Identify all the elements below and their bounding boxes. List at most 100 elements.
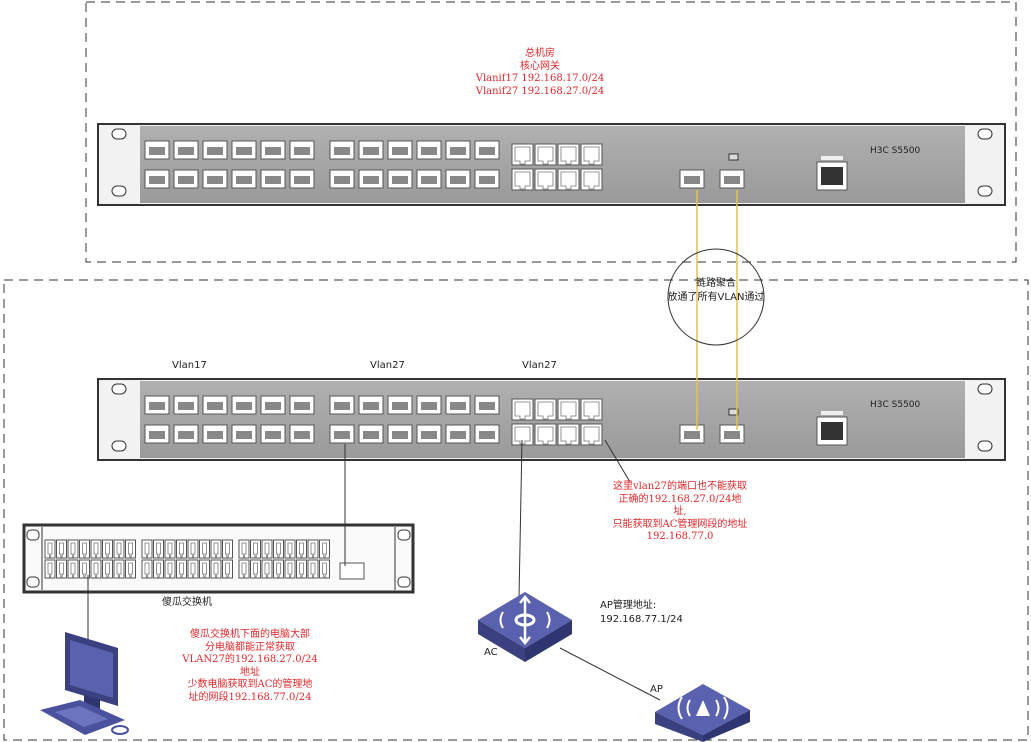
port-note-line: 这里vlan27的端口也不能获取 <box>613 481 747 492</box>
core-note-line: Vlanif27 192.168.27.0/24 <box>475 85 605 97</box>
rj45-port <box>153 539 164 559</box>
pc-note-line: VLAN27的192.168.27.0/24 <box>182 654 318 665</box>
link-ac-to-ap <box>559 647 661 701</box>
pc-note-line: 分电脑都能正常获取 <box>205 641 295 653</box>
rj45-port <box>141 539 153 559</box>
rj45-port <box>187 539 199 559</box>
mount-hole <box>397 529 411 541</box>
mount-hole <box>977 383 993 395</box>
rj45-port <box>307 539 319 559</box>
vlan-label-27-rj45: Vlan27 <box>522 360 557 371</box>
rj45-port <box>222 559 233 579</box>
ap-label: AP <box>650 684 663 695</box>
mount-hole <box>111 440 127 452</box>
rj45-port <box>557 143 580 166</box>
link-agg-circle <box>667 248 765 346</box>
rj45-port <box>125 539 136 559</box>
rj45-port <box>250 539 261 559</box>
mount-hole <box>111 185 127 197</box>
rj45-port <box>44 539 56 559</box>
rj45-port <box>90 539 102 559</box>
rj45-port <box>210 539 222 559</box>
core-switch <box>97 123 1006 206</box>
pc-note-line: 地址 <box>240 666 260 678</box>
vlan-label-27-sfp: Vlan27 <box>370 360 405 371</box>
rj45-port <box>580 168 603 191</box>
rj45-port <box>319 539 330 559</box>
mount-hole <box>26 576 40 588</box>
rj45-port <box>557 423 580 446</box>
core-note-line: Vlanif17 192.168.17.0/24 <box>475 73 605 84</box>
dumb-switch <box>22 523 415 594</box>
core-room-boundary <box>85 1 1017 263</box>
rj45-port <box>511 168 534 191</box>
rj45-port <box>90 559 102 579</box>
port-note-line: 址, <box>673 506 687 517</box>
pc-icon <box>40 632 129 735</box>
rj45-port <box>113 559 125 579</box>
rj45-port <box>238 559 250 579</box>
rj45-port <box>534 143 557 166</box>
rj45-port <box>79 539 90 559</box>
core-note-line: 核心网关 <box>520 60 560 72</box>
rj45-port <box>187 559 199 579</box>
port-note: 这里vlan27的端口也不能获取 正确的192.168.27.0/24地 址, … <box>590 481 770 544</box>
pc-note-line: 少数电脑获取到AC的管理地 <box>187 679 313 690</box>
pc-note-line: 址的网段192.168.77.0/24 <box>188 691 312 703</box>
ac-label: AC <box>484 647 498 658</box>
rj45-port <box>141 559 153 579</box>
port-note-line: 正确的192.168.27.0/24地 <box>618 493 742 505</box>
access-switch <box>97 378 1006 461</box>
mount-hole <box>977 185 993 197</box>
rj45-port <box>102 559 113 579</box>
mount-hole <box>397 576 411 588</box>
rj45-port <box>511 423 534 446</box>
rj45-port <box>534 168 557 191</box>
rj45-port <box>199 539 210 559</box>
link-agg-line: 放通了所有VLAN通过 <box>667 292 765 303</box>
rj45-port <box>557 398 580 421</box>
rj45-port <box>261 559 273 579</box>
rj45-port <box>261 539 273 559</box>
rj45-port <box>164 559 176 579</box>
ap-mgmt-line: 192.168.77.1/24 <box>600 614 683 625</box>
link-agg-label: 链路聚合 放通了所有VLAN通过 <box>656 277 776 305</box>
rj45-port <box>210 559 222 579</box>
rj45-port <box>153 559 164 579</box>
rj45-port <box>176 539 187 559</box>
dumb-switch-label: 傻瓜交换机 <box>162 597 212 608</box>
rj45-port <box>113 539 125 559</box>
rj45-port <box>580 143 603 166</box>
rj45-port <box>534 423 557 446</box>
rj45-port <box>102 539 113 559</box>
mount-hole <box>111 383 127 395</box>
mount-hole <box>977 440 993 452</box>
pc-note-line: 傻瓜交换机下面的电脑大部 <box>190 629 310 640</box>
rj45-port <box>511 143 534 166</box>
rj45-port <box>296 559 307 579</box>
rj45-port <box>67 559 79 579</box>
port-note-line: 只能获取到AC管理网段的地址 <box>612 518 748 530</box>
core-note: 总机房 核心网关 Vlanif17 192.168.17.0/24 Vlanif… <box>430 48 650 98</box>
rj45-port <box>580 398 603 421</box>
access-area-boundary <box>3 279 1029 741</box>
rj45-port <box>284 559 296 579</box>
rj45-port <box>580 423 603 446</box>
note-pointer <box>604 439 631 483</box>
port-note-line: 192.168.77.0 <box>646 531 714 542</box>
rj45-port <box>125 559 136 579</box>
core-switch-model: H3C S5500 <box>870 146 921 156</box>
rj45-port <box>79 559 90 579</box>
rj45-port <box>250 559 261 579</box>
rj45-port <box>56 559 67 579</box>
rj45-port <box>199 559 210 579</box>
access-switch-model: H3C S5500 <box>870 400 921 410</box>
link-agg-line: 链路聚合 <box>696 278 736 289</box>
rj45-port <box>534 398 557 421</box>
ap-mgmt-line: AP管理地址: <box>600 600 657 611</box>
mount-hole <box>111 128 127 140</box>
ap-mgmt-address: AP管理地址: 192.168.77.1/24 <box>600 599 683 627</box>
vlan-label-17: Vlan17 <box>172 360 207 371</box>
rj45-port <box>238 539 250 559</box>
